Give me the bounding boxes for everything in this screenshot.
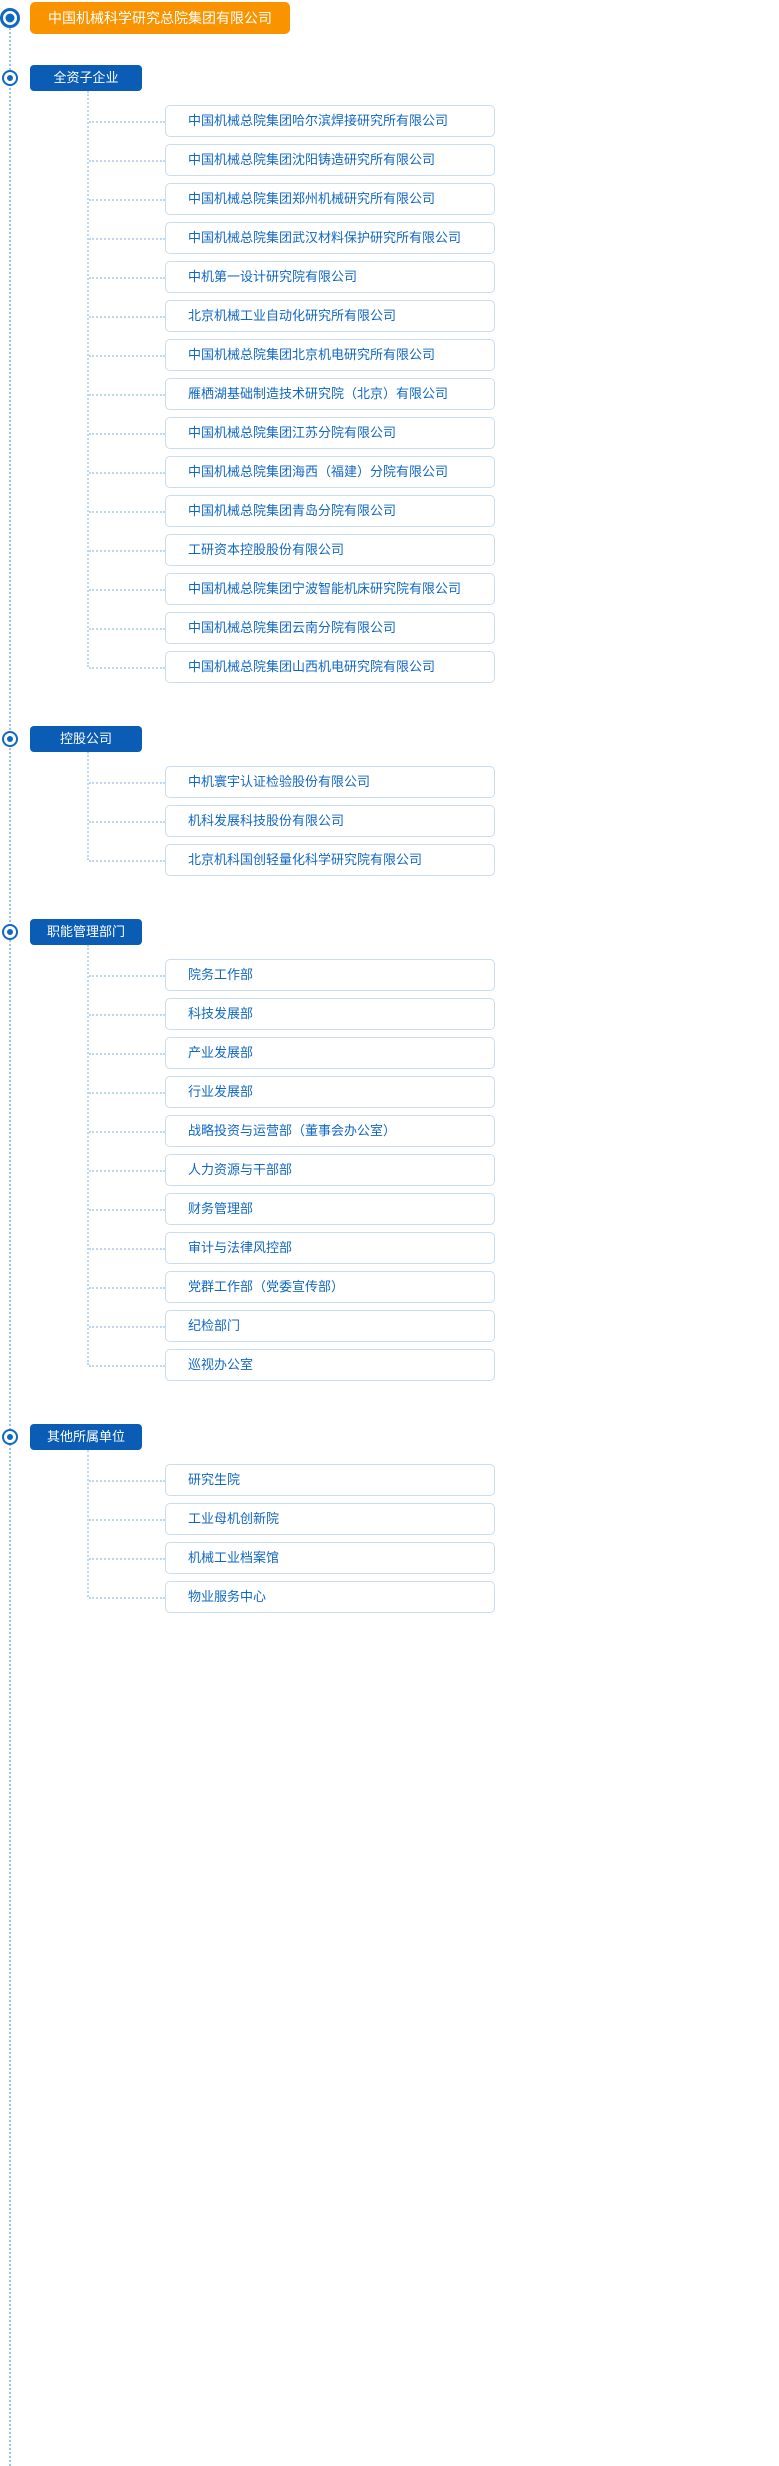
leaf-connector	[89, 1209, 165, 1211]
list-item[interactable]: 工业母机创新院	[165, 1503, 495, 1535]
leaf-connector	[89, 277, 165, 279]
list-item[interactable]: 中国机械总院集团沈阳铸造研究所有限公司	[165, 144, 495, 176]
list-item[interactable]: 科技发展部	[165, 998, 495, 1030]
list-item[interactable]: 工研资本控股股份有限公司	[165, 534, 495, 566]
leaf-connector	[89, 160, 165, 162]
leaf-connector	[89, 667, 165, 669]
leaf-connector	[89, 1131, 165, 1133]
list-item[interactable]: 北京机科国创轻量化科学研究院有限公司	[165, 844, 495, 876]
list-item[interactable]: 中国机械总院集团宁波智能机床研究院有限公司	[165, 573, 495, 605]
section-header-0[interactable]: 全资子企业	[30, 65, 142, 91]
leaf-connector	[89, 782, 165, 784]
list-item[interactable]: 中国机械总院集团武汉材料保护研究所有限公司	[165, 222, 495, 254]
list-item[interactable]: 纪检部门	[165, 1310, 495, 1342]
list-item[interactable]: 党群工作部（党委宣传部）	[165, 1271, 495, 1303]
leaf-connector	[89, 1597, 165, 1599]
list-item[interactable]: 中国机械总院集团青岛分院有限公司	[165, 495, 495, 527]
leaf-connector	[89, 589, 165, 591]
list-item[interactable]: 产业发展部	[165, 1037, 495, 1069]
leaf-connector	[89, 1170, 165, 1172]
section-branch-line	[87, 91, 91, 667]
main-trunk-line	[9, 28, 13, 2466]
leaf-connector	[89, 1248, 165, 1250]
list-item[interactable]: 雁栖湖基础制造技术研究院（北京）有限公司	[165, 378, 495, 410]
section-branch-line	[87, 1450, 91, 1597]
list-item[interactable]: 中国机械总院集团海西（福建）分院有限公司	[165, 456, 495, 488]
list-item[interactable]: 战略投资与运营部（董事会办公室）	[165, 1115, 495, 1147]
leaf-connector	[89, 472, 165, 474]
section-marker-icon-1	[2, 731, 18, 747]
list-item[interactable]: 财务管理部	[165, 1193, 495, 1225]
section-branch-line	[87, 752, 91, 860]
leaf-connector	[89, 1092, 165, 1094]
section-marker-icon-0	[2, 70, 18, 86]
section-branch-line	[87, 945, 91, 1365]
section-header-2[interactable]: 职能管理部门	[30, 919, 142, 945]
leaf-connector	[89, 511, 165, 513]
list-item[interactable]: 中机寰宇认证检验股份有限公司	[165, 766, 495, 798]
section-header-1[interactable]: 控股公司	[30, 726, 142, 752]
section-marker-icon-3	[2, 1429, 18, 1445]
list-item[interactable]: 物业服务中心	[165, 1581, 495, 1613]
leaf-connector	[89, 1326, 165, 1328]
list-item[interactable]: 中机第一设计研究院有限公司	[165, 261, 495, 293]
list-item[interactable]: 中国机械总院集团北京机电研究所有限公司	[165, 339, 495, 371]
leaf-connector	[89, 316, 165, 318]
leaf-connector	[89, 394, 165, 396]
leaf-connector	[89, 1287, 165, 1289]
list-item[interactable]: 机械工业档案馆	[165, 1542, 495, 1574]
root-node[interactable]: 中国机械科学研究总院集团有限公司	[30, 2, 290, 34]
list-item[interactable]: 机科发展科技股份有限公司	[165, 805, 495, 837]
leaf-connector	[89, 1053, 165, 1055]
list-item[interactable]: 研究生院	[165, 1464, 495, 1496]
list-item[interactable]: 行业发展部	[165, 1076, 495, 1108]
list-item[interactable]: 院务工作部	[165, 959, 495, 991]
list-item[interactable]: 审计与法律风控部	[165, 1232, 495, 1264]
leaf-connector	[89, 860, 165, 862]
leaf-connector	[89, 1014, 165, 1016]
list-item[interactable]: 人力资源与干部部	[165, 1154, 495, 1186]
list-item[interactable]: 中国机械总院集团哈尔滨焊接研究所有限公司	[165, 105, 495, 137]
leaf-connector	[89, 433, 165, 435]
leaf-connector	[89, 238, 165, 240]
list-item[interactable]: 巡视办公室	[165, 1349, 495, 1381]
leaf-connector	[89, 1519, 165, 1521]
leaf-connector	[89, 355, 165, 357]
list-item[interactable]: 北京机械工业自动化研究所有限公司	[165, 300, 495, 332]
list-item[interactable]: 中国机械总院集团郑州机械研究所有限公司	[165, 183, 495, 215]
leaf-connector	[89, 1558, 165, 1560]
leaf-connector	[89, 821, 165, 823]
list-item[interactable]: 中国机械总院集团山西机电研究院有限公司	[165, 651, 495, 683]
leaf-connector	[89, 628, 165, 630]
leaf-connector	[89, 121, 165, 123]
leaf-connector	[89, 1480, 165, 1482]
leaf-connector	[89, 975, 165, 977]
list-item[interactable]: 中国机械总院集团云南分院有限公司	[165, 612, 495, 644]
root-marker-icon	[0, 8, 20, 28]
section-header-3[interactable]: 其他所属单位	[30, 1424, 142, 1450]
list-item[interactable]: 中国机械总院集团江苏分院有限公司	[165, 417, 495, 449]
leaf-connector	[89, 550, 165, 552]
section-marker-icon-2	[2, 924, 18, 940]
leaf-connector	[89, 1365, 165, 1367]
leaf-connector	[89, 199, 165, 201]
